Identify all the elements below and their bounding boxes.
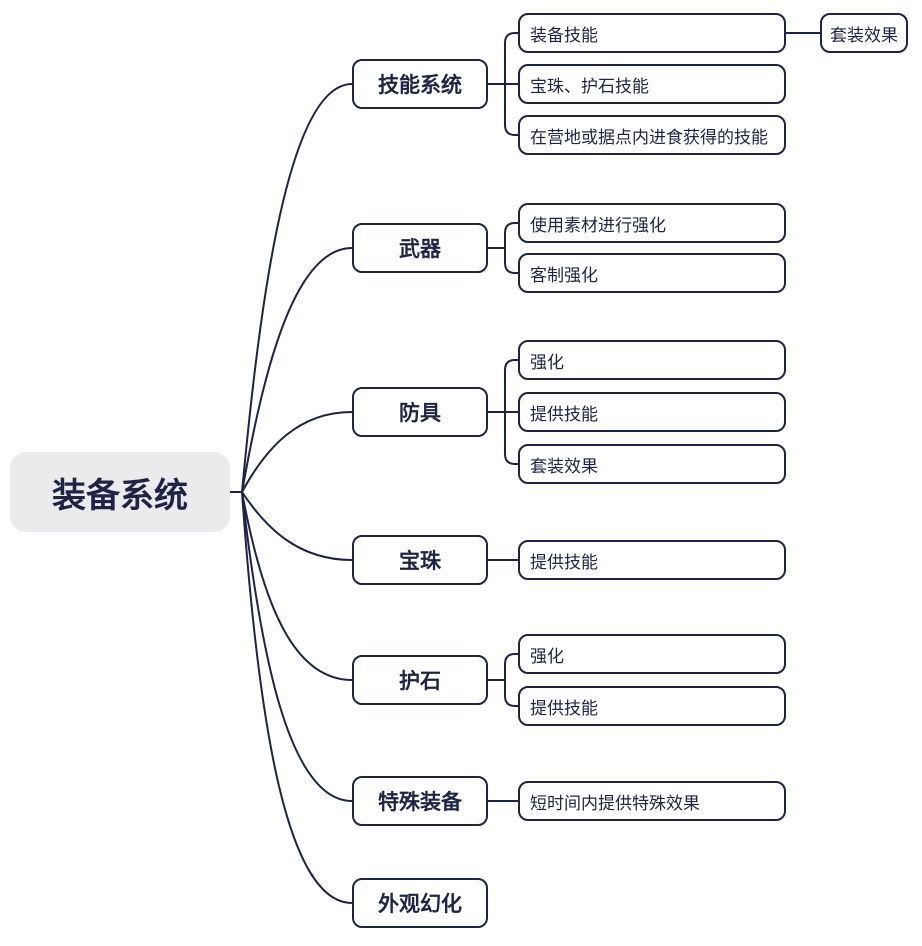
connector-root-to-armor (241, 411, 353, 493)
connector-weapon-to-material-upgrade (504, 222, 519, 249)
node-weapon[interactable]: 武器 (352, 223, 488, 273)
connector-root-to-transmog (241, 491, 353, 904)
connector-charm-to-upgrade (504, 653, 519, 681)
connector-root-to-skill-system (241, 83, 353, 493)
node-skill-system[interactable]: 技能系统 (352, 59, 488, 109)
node-custom-upgrade[interactable]: 客制强化 (518, 253, 786, 293)
node-armor[interactable]: 防具 (352, 387, 488, 437)
node-appearance-transmog[interactable]: 外观幻化 (352, 878, 488, 928)
node-charm-skills[interactable]: 提供技能 (518, 686, 786, 726)
connector-root-to-gem (241, 491, 353, 561)
node-special-effect-timed[interactable]: 短时间内提供特殊效果 (518, 781, 786, 821)
connector-skill-system-to-equipment-skills (504, 32, 519, 85)
connector-root-to-weapon (241, 247, 353, 493)
node-equipment-system[interactable]: 装备系统 (10, 452, 230, 532)
connector-weapon-to-custom-upgrade (504, 247, 519, 274)
connector-armor-to-set-effect (504, 411, 519, 465)
node-material-upgrade[interactable]: 使用素材进行强化 (518, 203, 786, 243)
node-gem-charm-skills[interactable]: 宝珠、护石技能 (518, 64, 786, 104)
connector-skill-system-to-meal-skills (504, 83, 519, 136)
connector-armor-to-upgrade (504, 359, 519, 413)
node-equipment-skills[interactable]: 装备技能 (518, 13, 786, 53)
node-armor-upgrade[interactable]: 强化 (518, 340, 786, 380)
node-armor-skills[interactable]: 提供技能 (518, 392, 786, 432)
connector-root-to-special-equipment (241, 491, 353, 802)
node-gem-skills[interactable]: 提供技能 (518, 540, 786, 580)
node-charm-upgrade[interactable]: 强化 (518, 634, 786, 674)
connector-root-to-charm (241, 491, 353, 681)
node-meal-skills[interactable]: 在营地或据点内进食获得的技能 (518, 115, 786, 155)
node-armor-set-effect[interactable]: 套装效果 (518, 444, 786, 484)
connector-charm-to-skills (504, 679, 519, 707)
node-set-effect[interactable]: 套装效果 (820, 13, 908, 53)
node-gem[interactable]: 宝珠 (352, 535, 488, 585)
node-special-equipment[interactable]: 特殊装备 (352, 776, 488, 826)
node-charm[interactable]: 护石 (352, 655, 488, 705)
